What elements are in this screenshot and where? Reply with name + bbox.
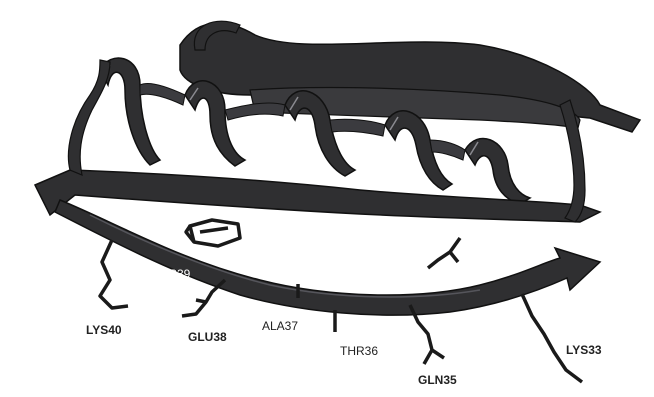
side-chain-lys40: [100, 240, 128, 308]
residue-label-ala37: ALA37: [262, 319, 298, 333]
residue-label-gln35: GLN35: [418, 373, 457, 387]
residue-label-ile34: ILE34: [474, 251, 506, 265]
residue-label-lys40: LYS40: [86, 323, 122, 337]
residue-label-trp39: TRP39: [153, 267, 191, 281]
residue-label-thr36: THR36: [340, 344, 378, 358]
side-chain-ile34: [428, 238, 460, 268]
side-chain-lys33: [522, 294, 582, 382]
side-chain-trp39: [186, 220, 240, 246]
residue-label-glu38: GLU38: [188, 330, 227, 344]
left-loop: [68, 60, 110, 175]
side-chain-glu38: [182, 280, 225, 316]
residue-label-lys33: LYS33: [566, 343, 602, 357]
